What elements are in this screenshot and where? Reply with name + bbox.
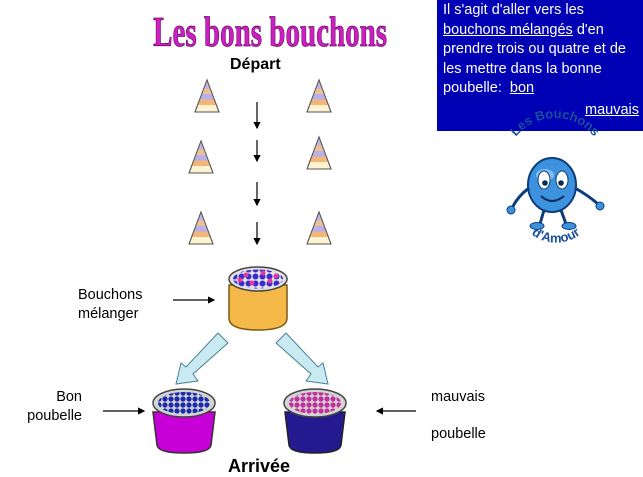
mixed-label-line1: Bouchons xyxy=(78,287,143,303)
page-title: Les bons bouchons xyxy=(150,4,395,58)
instruction-box: Il s'agit d'aller vers les bouchons méla… xyxy=(437,0,643,131)
cone-icon xyxy=(306,79,332,113)
start-label: Départ xyxy=(230,56,281,73)
bad-bin-label-2: poubelle xyxy=(431,426,486,442)
cone-icon xyxy=(306,211,332,245)
cone-icon xyxy=(188,211,214,245)
mixed-caps-label: Bouchons mélanger xyxy=(78,286,143,324)
bad-bin-label-1: mauvais xyxy=(431,389,485,405)
svg-text:d'Amour: d'Amour xyxy=(530,224,583,246)
good-bin xyxy=(152,388,216,454)
mixed-caps-pot xyxy=(228,266,288,331)
bad-link[interactable]: mauvais xyxy=(585,101,639,118)
good-link[interactable]: bon xyxy=(509,80,535,97)
good-label-line1: Bon xyxy=(56,389,82,405)
mixed-label-line2: mélanger xyxy=(78,306,139,322)
pointer-arrows xyxy=(103,296,416,415)
good-bin-label: Bon poubelle xyxy=(22,388,82,426)
bad-bin xyxy=(283,388,347,454)
svg-text:Les Bouchons: Les Bouchons xyxy=(507,106,603,139)
mixed-caps-link[interactable]: bouchons mélangés xyxy=(443,21,573,38)
end-label: Arrivée xyxy=(228,456,291,476)
cone-icon xyxy=(188,140,214,174)
mascot-logo: Les Bouchons d'Amour xyxy=(506,106,605,246)
logo-top-text: Les Bouchons xyxy=(507,106,603,139)
instruction-text-1: Il s'agit d'aller vers les xyxy=(443,2,584,18)
cone-icon xyxy=(306,136,332,170)
good-label-line2: poubelle xyxy=(27,408,82,424)
title-text: Les bons bouchons xyxy=(153,9,387,56)
instruction-text-2: d'en prendre trois ou quatre et de les m… xyxy=(443,21,626,97)
logo-bottom-text: d'Amour xyxy=(530,224,583,246)
cone-icon xyxy=(194,79,220,113)
diagonal-arrows xyxy=(175,332,329,385)
